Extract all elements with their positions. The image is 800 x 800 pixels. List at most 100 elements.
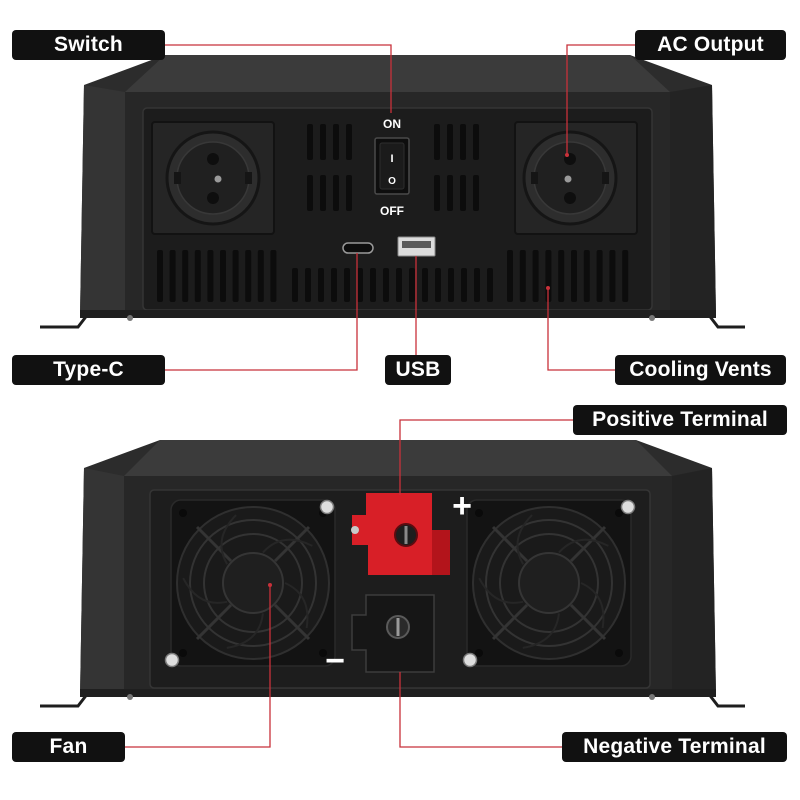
callout-dot (268, 583, 272, 587)
vent-slot (370, 268, 376, 302)
upper-vent-groups (307, 124, 479, 211)
front-foot-screw-right (649, 315, 655, 321)
usb-port-tongue (402, 241, 431, 248)
fan-mount-hole (179, 509, 187, 517)
vent-slot (245, 250, 252, 302)
ac-socket-right (514, 121, 638, 235)
panel-screw (164, 652, 180, 668)
inverter-rear-view: + − (40, 440, 745, 708)
switch-off-mark: O (388, 176, 396, 187)
vent-slot (507, 250, 513, 302)
vent-slot (460, 124, 466, 160)
rear-bottom-strip (80, 689, 716, 697)
front-left-foot (40, 313, 90, 329)
fan-hub (518, 552, 580, 614)
front-top-bevel (125, 55, 670, 92)
socket-ground-clip-left (174, 172, 181, 184)
fan-blade (478, 577, 524, 604)
fan-blade (558, 538, 609, 554)
socket-ground-clip-right (602, 172, 609, 184)
fan-mount-hole (475, 649, 483, 657)
fan (466, 499, 632, 667)
vent-slot (460, 175, 466, 211)
vent-slot (622, 250, 629, 302)
usb-label: USB (385, 355, 451, 385)
vent-slot (270, 250, 277, 302)
fan-blade (580, 582, 605, 629)
rear-right-side (672, 468, 716, 696)
vent-slot (571, 250, 577, 302)
vent-slot (318, 268, 324, 302)
negative-terminal-callout-line (399, 672, 562, 748)
front-left-side (80, 85, 125, 316)
vent-slot (307, 175, 313, 211)
positive-terminal-shade (432, 530, 450, 575)
fan-grill-spoke (491, 525, 529, 563)
fan-grill-ring (203, 533, 303, 633)
type-c-callout-line (165, 253, 358, 371)
vent-slot (305, 268, 311, 302)
fan-grill-ring (499, 533, 599, 633)
vent-slot (307, 124, 313, 160)
socket-pin-hole-bottom (564, 192, 576, 204)
vent-slot (157, 250, 163, 302)
type-c-port (342, 242, 374, 254)
negative-terminal-block (351, 594, 435, 673)
switch-off-label: OFF (380, 204, 404, 218)
front-right-foot (706, 313, 745, 329)
positive-terminal-label: Positive Terminal (573, 405, 787, 435)
callout-dot (565, 153, 569, 157)
socket-center-screw (214, 175, 222, 183)
cooling-vents-label: Cooling Vents (615, 355, 786, 385)
socket-pin-hole-bottom (207, 192, 219, 204)
vent-slot (558, 250, 565, 302)
vent-slot (422, 268, 428, 302)
vent-slot (383, 268, 389, 302)
rear-foot-screw-left (127, 694, 133, 700)
vent-slot (333, 175, 339, 211)
rear-top-bevel (124, 440, 672, 476)
front-right-side (670, 85, 716, 316)
fan-mount-hole (615, 509, 623, 517)
vent-slot (169, 250, 176, 302)
vent-slot (519, 250, 526, 302)
callout-endpoints (268, 153, 569, 587)
vent-slot (346, 124, 352, 160)
fan-blade (516, 514, 533, 565)
positive-terminal-bolt (351, 526, 359, 534)
fan-blade (284, 582, 309, 629)
fan-label: Fan (12, 732, 125, 762)
fan-grill-spoke (569, 525, 607, 563)
fan-grill-spoke (195, 525, 233, 563)
fan-blade (522, 613, 560, 649)
fan-blade (220, 514, 237, 565)
vent-slot (532, 250, 539, 302)
vent-slot (583, 250, 590, 302)
fan-mount-hole (615, 649, 623, 657)
cooling-vents-callout-line (547, 288, 615, 371)
callout-lines (125, 44, 635, 748)
fan-grill-ring (189, 519, 317, 647)
negative-terminal-screw-slot (396, 618, 400, 636)
ac-socket-left (151, 121, 275, 235)
vent-slot (609, 250, 616, 302)
rear-left-foot (40, 692, 90, 708)
rear-right-foot (706, 692, 745, 708)
vent-slot (434, 175, 440, 211)
vent-slot (487, 268, 493, 302)
ac-output-callout-line (566, 44, 635, 155)
panel-screw (620, 499, 636, 515)
vent-slot (357, 268, 363, 302)
vent-slot (292, 268, 298, 302)
socket-center-screw (564, 175, 572, 183)
fan-grill-ring (485, 519, 613, 647)
inverter-front-view: ON I O OFF (40, 55, 745, 329)
fan-callout-line (125, 585, 271, 748)
fan-mount-hole (179, 649, 187, 657)
vent-slot (409, 268, 415, 302)
fan-grill-spoke (491, 603, 529, 641)
rear-left-side (80, 468, 124, 696)
usb-port (397, 236, 436, 257)
